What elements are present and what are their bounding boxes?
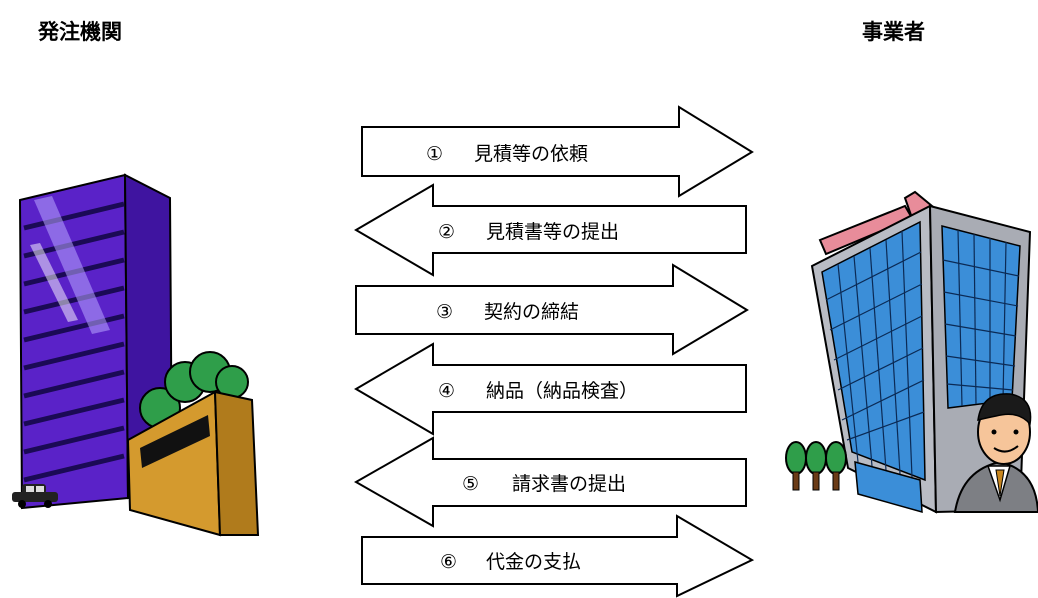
step-5-label: 請求書の提出	[512, 473, 626, 495]
step-6-arrow: ⑥ 代金の支払	[361, 514, 755, 598]
step-2-number: ②	[438, 221, 455, 243]
step-4-arrow: ④ 納品（納品検査）	[354, 342, 747, 436]
ordering-agency-label: 発注機関	[38, 20, 122, 44]
step-5-arrow: ⑤ 請求書の提出	[353, 436, 747, 528]
agency-annex-side	[213, 390, 260, 536]
step-2-label: 見積書等の提出	[486, 221, 619, 243]
step-6-number: ⑥	[440, 551, 457, 573]
step-4-number: ④	[438, 380, 455, 402]
step-4-label: 納品（納品検査）	[486, 380, 638, 402]
step-3-label: 契約の締結	[484, 301, 579, 323]
step-1-arrow: ① 見積等の依頼	[361, 105, 754, 198]
step-2-arrow: ② 見積書等の提出	[354, 183, 747, 277]
operator-building-illustration	[785, 190, 1038, 514]
step-6-label: 代金の支払	[486, 551, 581, 573]
trees-icon	[785, 441, 847, 491]
step-1-number: ①	[426, 143, 443, 165]
car-icon	[12, 484, 58, 508]
step-1-label: 見積等の依頼	[474, 143, 588, 165]
step-3-arrow: ③ 契約の締結	[355, 263, 749, 356]
step-3-number: ③	[436, 301, 453, 323]
agency-building-illustration	[12, 173, 260, 537]
businessman-icon	[953, 393, 1038, 513]
flow-arrows: ① 見積等の依頼 ② 見積書等の提出 ③ 契約の締結 ④ 納品（納品検査） ⑤ …	[353, 105, 755, 598]
step-5-number: ⑤	[462, 473, 479, 495]
business-operator-label: 事業者	[862, 20, 925, 44]
